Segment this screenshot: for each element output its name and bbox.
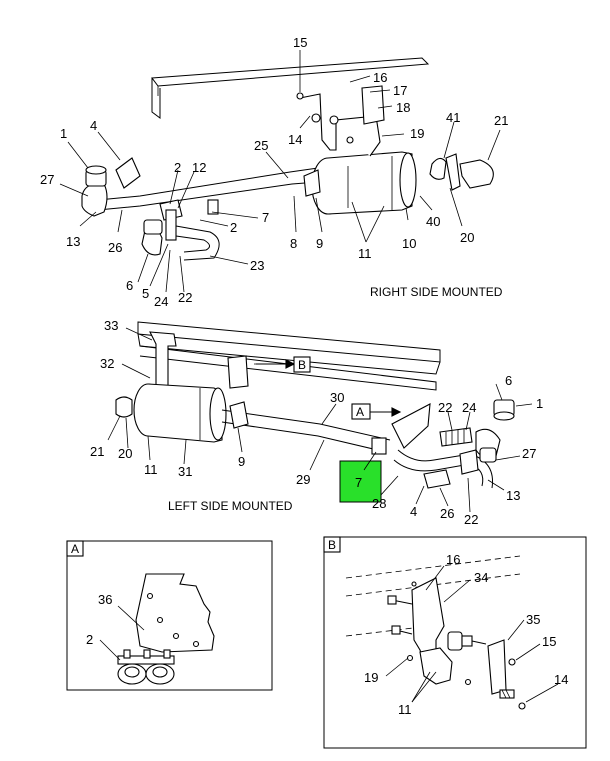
ref-box-b: B <box>256 356 311 373</box>
callout-25: 25 <box>254 138 268 153</box>
callout-17: 17 <box>393 83 407 98</box>
callout-20: 20 <box>460 230 474 245</box>
detail-b-callout-35: 35 <box>526 612 540 627</box>
callout-22: 22 <box>178 290 192 305</box>
callout-41: 41 <box>446 110 460 125</box>
callout-14: 14 <box>288 132 302 147</box>
callout-22b: 22 <box>464 512 478 527</box>
callout-10: 10 <box>402 236 416 251</box>
detail-view-a: A 36 2 <box>66 540 273 691</box>
callout-20: 20 <box>118 446 132 461</box>
caption-right-side: RIGHT SIDE MOUNTED <box>370 285 503 299</box>
callout-15: 15 <box>293 35 307 50</box>
callout-6: 6 <box>126 278 133 293</box>
callout-18: 18 <box>396 100 410 115</box>
callout-13: 13 <box>506 488 520 503</box>
callout-1: 1 <box>60 126 67 141</box>
callout-33: 33 <box>104 318 118 333</box>
detail-b-letter: B <box>328 538 336 552</box>
callout-13: 13 <box>66 234 80 249</box>
callout-29: 29 <box>296 472 310 487</box>
right-side-leaders <box>59 50 501 293</box>
callout-21: 21 <box>494 113 508 128</box>
callout-30: 30 <box>330 390 344 405</box>
detail-view-b: B 16 34 35 <box>323 536 587 749</box>
callout-9: 9 <box>316 236 323 251</box>
callout-31: 31 <box>178 464 192 479</box>
callout-16: 16 <box>373 70 387 85</box>
callout-23: 23 <box>250 258 264 273</box>
left-side-callouts: 33 32 30 6 1 22 24 21 20 11 31 9 29 27 2… <box>90 318 543 527</box>
detail-b-callout-14: 14 <box>554 672 568 687</box>
highlight-label: 7 <box>355 475 362 490</box>
right-side-callouts: 15 16 17 18 14 19 41 21 1 4 25 2 12 27 7… <box>40 35 508 309</box>
detail-a-letter: A <box>71 542 79 556</box>
callout-32: 32 <box>100 356 114 371</box>
detail-b-callout-16: 16 <box>446 552 460 567</box>
callout-24: 24 <box>462 400 476 415</box>
detail-b-callout-19: 19 <box>364 670 378 685</box>
detail-a-callout-36: 36 <box>98 592 112 607</box>
detail-a-callout-2: 2 <box>86 632 93 647</box>
ref-a-letter: A <box>356 405 364 419</box>
ref-box-a: A <box>351 403 402 420</box>
callout-11: 11 <box>358 246 372 261</box>
callout-9: 9 <box>238 454 245 469</box>
callout-4: 4 <box>90 118 97 133</box>
callout-5: 5 <box>142 286 149 301</box>
left-side-assembly <box>115 321 515 489</box>
callout-28: 28 <box>372 496 386 511</box>
callout-2b: 2 <box>230 220 237 235</box>
callout-21: 21 <box>90 444 104 459</box>
callout-11: 11 <box>144 462 158 477</box>
callout-26: 26 <box>440 506 454 521</box>
callout-2: 2 <box>174 160 181 175</box>
detail-b-callout-34: 34 <box>474 570 488 585</box>
detail-b-callout-15: 15 <box>542 634 556 649</box>
highlight-box <box>339 460 382 503</box>
callout-22: 22 <box>438 400 452 415</box>
callout-26: 26 <box>108 240 122 255</box>
callout-12: 12 <box>192 160 206 175</box>
caption-left-side: LEFT SIDE MOUNTED <box>168 499 293 513</box>
callout-40: 40 <box>426 214 440 229</box>
callout-6: 6 <box>505 373 512 388</box>
callout-27: 27 <box>40 172 54 187</box>
callout-24: 24 <box>154 294 168 309</box>
right-side-assembly <box>81 57 494 261</box>
callout-19: 19 <box>410 126 424 141</box>
highlighted-part-7[interactable]: 7 <box>339 451 382 503</box>
callout-7: 7 <box>262 210 269 225</box>
callout-8: 8 <box>290 236 297 251</box>
callout-27: 27 <box>522 446 536 461</box>
detail-b-callout-11: 11 <box>398 702 412 717</box>
callout-4: 4 <box>410 504 417 519</box>
callout-1: 1 <box>536 396 543 411</box>
ref-b-letter: B <box>298 358 306 372</box>
